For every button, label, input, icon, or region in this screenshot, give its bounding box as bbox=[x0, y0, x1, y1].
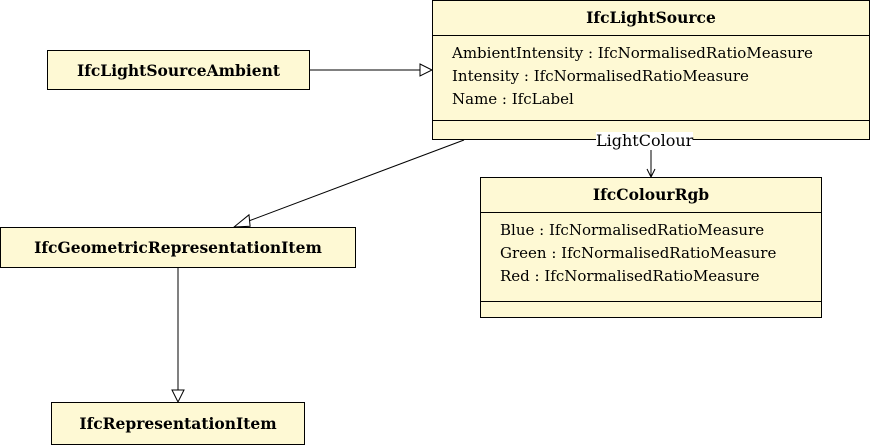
class-ifclightsource[interactable]: IfcLightSource AmbientIntensity : IfcNor… bbox=[432, 0, 870, 140]
attribute-name: Name : IfcLabel bbox=[452, 90, 574, 108]
class-name: IfcLightSourceAmbient bbox=[76, 60, 281, 80]
attribute-ambient-intensity: AmbientIntensity : IfcNormalisedRatioMea… bbox=[452, 44, 813, 62]
class-ifcgeometricrepresentationitem[interactable]: IfcGeometricRepresentationItem bbox=[0, 227, 356, 268]
class-ifccolourrgb[interactable]: IfcColourRgb Blue : IfcNormalisedRatioMe… bbox=[480, 177, 822, 318]
class-name: IfcRepresentationItem bbox=[79, 414, 277, 433]
class-ifcrepresentationitem[interactable]: IfcRepresentationItem bbox=[51, 402, 305, 445]
attribute-green: Green : IfcNormalisedRatioMeasure bbox=[500, 244, 777, 262]
lightsource-to-geometric-line bbox=[245, 139, 465, 223]
geometric-to-representation-arrowhead bbox=[171, 389, 185, 404]
class-name: IfcGeometricRepresentationItem bbox=[34, 238, 322, 257]
class-ifclightsourceambient[interactable]: IfcLightSourceAmbient bbox=[47, 50, 310, 90]
attribute-red: Red : IfcNormalisedRatioMeasure bbox=[500, 267, 760, 285]
class-name: IfcColourRgb bbox=[481, 178, 821, 213]
attribute-list: Blue : IfcNormalisedRatioMeasure Green :… bbox=[481, 213, 821, 302]
attribute-blue: Blue : IfcNormalisedRatioMeasure bbox=[500, 221, 765, 239]
class-name: IfcLightSource bbox=[433, 1, 869, 36]
attribute-list: AmbientIntensity : IfcNormalisedRatioMea… bbox=[433, 36, 869, 121]
lightsource-to-geometric-arrowhead bbox=[232, 213, 251, 228]
association-role-label: LightColour bbox=[596, 131, 694, 150]
attribute-intensity: Intensity : IfcNormalisedRatioMeasure bbox=[452, 67, 749, 85]
ambient-to-lightsource-arrowhead bbox=[419, 63, 434, 77]
